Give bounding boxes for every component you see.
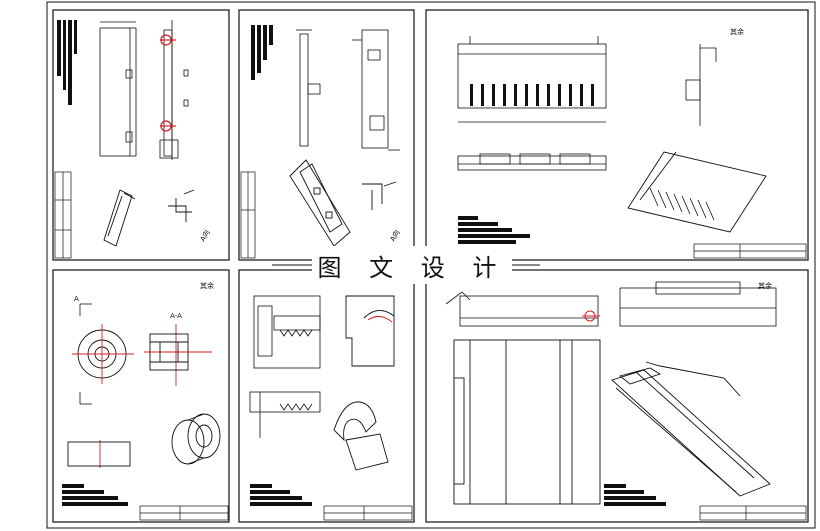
sheet-4[interactable]: A A-A 其余 bbox=[52, 269, 230, 523]
bushing-isometric bbox=[171, 413, 221, 465]
hook-mark bbox=[367, 316, 393, 323]
notes-block bbox=[251, 25, 273, 80]
section-arrows bbox=[79, 303, 92, 405]
sheet-border bbox=[425, 9, 809, 261]
sheet-3[interactable]: 其余 bbox=[425, 9, 809, 261]
section-arrow-label: A bbox=[74, 295, 79, 303]
top-view bbox=[445, 291, 599, 327]
detail-view bbox=[168, 189, 195, 222]
title-block bbox=[54, 171, 72, 259]
side-view bbox=[685, 44, 717, 126]
sheet-border bbox=[52, 9, 230, 261]
sheet-6[interactable]: 其余 bbox=[425, 269, 809, 523]
weld-marks bbox=[160, 34, 176, 132]
comb-teeth bbox=[470, 84, 594, 106]
bushing-side-view bbox=[67, 441, 131, 467]
watermark-banner: 图 文 设 计 bbox=[312, 246, 512, 284]
notes-block bbox=[458, 216, 530, 244]
sheet-5[interactable] bbox=[238, 269, 415, 523]
outer-frame bbox=[46, 1, 816, 529]
sheet-border bbox=[425, 269, 809, 523]
section-label: A-A bbox=[170, 312, 182, 320]
title-block bbox=[693, 243, 807, 259]
title-block bbox=[699, 505, 807, 521]
title-block bbox=[323, 505, 413, 521]
isometric-view bbox=[627, 151, 767, 233]
view-annotation: 其余 bbox=[730, 27, 744, 36]
centerlines bbox=[72, 324, 212, 468]
side-view bbox=[619, 281, 777, 327]
view-annotation: A向 bbox=[198, 228, 212, 243]
sheet-1[interactable]: A向 bbox=[52, 9, 230, 261]
front-view bbox=[296, 29, 321, 147]
detail-view bbox=[362, 181, 397, 210]
top-view bbox=[457, 153, 607, 171]
isometric-view bbox=[289, 159, 351, 247]
isometric-view bbox=[611, 361, 771, 497]
front-view bbox=[99, 21, 137, 157]
hook-isometric bbox=[333, 401, 389, 471]
notes-block bbox=[604, 484, 666, 506]
isometric-view bbox=[103, 189, 136, 247]
watermark-text: 图 文 设 计 bbox=[317, 253, 507, 282]
comb-teeth-iso bbox=[649, 187, 715, 221]
sheet-2[interactable]: A向 bbox=[238, 9, 415, 261]
notes-block bbox=[62, 484, 128, 506]
weld-mark bbox=[582, 310, 600, 322]
notes-block bbox=[57, 20, 77, 105]
side-view bbox=[352, 29, 400, 151]
rack-side-view bbox=[249, 391, 321, 438]
hook-section-view bbox=[345, 295, 395, 367]
section-view bbox=[149, 333, 189, 371]
view-annotation: A向 bbox=[388, 228, 402, 243]
view-annotation: 其余 bbox=[758, 281, 772, 290]
view-annotation: 其余 bbox=[200, 281, 214, 290]
title-block bbox=[139, 505, 229, 521]
notes-block bbox=[250, 484, 312, 506]
front-view bbox=[453, 339, 601, 505]
sheet-border bbox=[52, 269, 230, 523]
title-block bbox=[240, 171, 256, 259]
gear-rack-view bbox=[253, 295, 321, 369]
side-view bbox=[159, 20, 189, 160]
front-view bbox=[457, 36, 607, 123]
